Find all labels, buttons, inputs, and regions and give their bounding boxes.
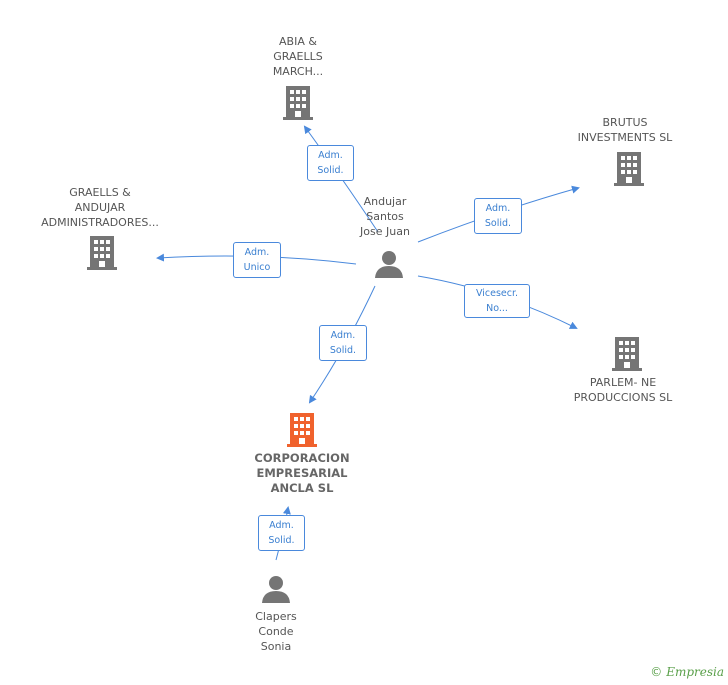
node-label-andujar[interactable]: Andujar Santos Jose Juan (360, 195, 410, 238)
building-main-icon (287, 413, 317, 447)
edge-badge-clapers: Adm. Solid. (258, 515, 305, 551)
building-icon (612, 337, 642, 371)
building-icon (614, 152, 644, 186)
copyright-icon: © (650, 665, 663, 679)
node-label-corporacion[interactable]: CORPORACION EMPRESARIAL ANCLA SL (254, 451, 350, 495)
node-label-clapers[interactable]: Clapers Conde Sonia (255, 610, 297, 653)
node-label-brutus[interactable]: BRUTUS INVESTMENTS SL (577, 116, 673, 144)
node-label-parlem[interactable]: PARLEM- NE PRODUCCIONS SL (573, 376, 673, 404)
edge-badge-graells: Adm. Unico (233, 242, 281, 278)
edge-badge-brutus: Adm. Solid. (474, 198, 522, 234)
edge-badge-parlem: Vicesecr. No... (464, 284, 530, 318)
person-icon (375, 251, 403, 278)
brand-logo: Empresia (666, 665, 724, 679)
person-icon (262, 576, 290, 603)
building-icon (283, 86, 313, 120)
brand-footer: ©Empresia (650, 665, 724, 679)
node-label-graells[interactable]: GRAELLS & ANDUJAR ADMINISTRADORES... (41, 186, 159, 229)
edge-badge-abia: Adm. Solid. (307, 145, 354, 181)
node-label-abia[interactable]: ABIA & GRAELLS MARCH... (272, 35, 324, 78)
edge-badge-corporacion: Adm. Solid. (319, 325, 367, 361)
building-icon (87, 236, 117, 270)
